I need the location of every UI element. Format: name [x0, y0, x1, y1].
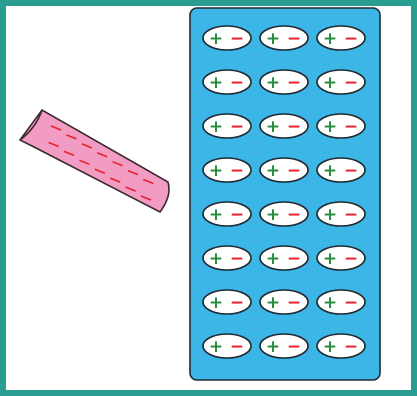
molecule-minus-sign: −	[230, 29, 244, 49]
polarized-molecule-icon: +−	[260, 70, 308, 94]
molecule-minus-sign: −	[287, 249, 301, 269]
charged-rod-icon	[20, 110, 169, 212]
molecule-plus-sign: +	[266, 117, 280, 137]
polarized-molecule-icon: +−	[317, 158, 365, 182]
polarized-molecule-icon: +−	[317, 290, 365, 314]
polarized-molecule-icon: +−	[260, 158, 308, 182]
polarized-molecule-icon: +−	[260, 290, 308, 314]
molecule-plus-sign: +	[323, 117, 337, 137]
polarized-molecule-icon: +−	[317, 70, 365, 94]
molecule-minus-sign: −	[230, 205, 244, 225]
polarized-molecule-icon: +−	[260, 202, 308, 226]
polarized-molecule-icon: +−	[203, 114, 251, 138]
molecule-plus-sign: +	[323, 73, 337, 93]
molecule-plus-sign: +	[209, 29, 223, 49]
dielectric-slab	[190, 8, 380, 380]
molecule-plus-sign: +	[209, 293, 223, 313]
molecule-minus-sign: −	[230, 73, 244, 93]
molecule-minus-sign: −	[230, 293, 244, 313]
polarized-molecule-icon: +−	[317, 26, 365, 50]
molecule-plus-sign: +	[209, 205, 223, 225]
polarized-molecule-icon: +−	[260, 246, 308, 270]
molecule-minus-sign: −	[344, 249, 358, 269]
molecule-plus-sign: +	[266, 73, 280, 93]
molecule-minus-sign: −	[344, 293, 358, 313]
molecule-minus-sign: −	[287, 73, 301, 93]
molecule-plus-sign: +	[266, 205, 280, 225]
molecule-minus-sign: −	[287, 29, 301, 49]
molecule-minus-sign: −	[344, 161, 358, 181]
polarized-molecule-icon: +−	[203, 70, 251, 94]
molecule-minus-sign: −	[344, 29, 358, 49]
polarized-molecule-icon: +−	[317, 202, 365, 226]
molecule-plus-sign: +	[209, 73, 223, 93]
molecule-minus-sign: −	[344, 205, 358, 225]
molecule-plus-sign: +	[323, 337, 337, 357]
molecule-plus-sign: +	[209, 249, 223, 269]
molecule-plus-sign: +	[209, 161, 223, 181]
molecule-minus-sign: −	[344, 73, 358, 93]
molecule-plus-sign: +	[323, 205, 337, 225]
molecule-minus-sign: −	[287, 293, 301, 313]
polarized-molecule-icon: +−	[317, 114, 365, 138]
molecule-minus-sign: −	[230, 161, 244, 181]
polarized-molecule-icon: +−	[203, 334, 251, 358]
molecule-minus-sign: −	[287, 161, 301, 181]
molecule-plus-sign: +	[323, 29, 337, 49]
polarized-molecule-icon: +−	[260, 334, 308, 358]
molecule-plus-sign: +	[266, 161, 280, 181]
molecule-plus-sign: +	[266, 29, 280, 49]
polarized-molecule-icon: +−	[203, 246, 251, 270]
polarized-molecule-icon: +−	[203, 26, 251, 50]
molecule-plus-sign: +	[209, 117, 223, 137]
polarized-molecule-icon: +−	[203, 202, 251, 226]
molecule-minus-sign: −	[230, 117, 244, 137]
polarized-molecule-icon: +−	[317, 246, 365, 270]
polarized-molecule-icon: +−	[203, 290, 251, 314]
molecule-plus-sign: +	[323, 161, 337, 181]
polarized-molecule-icon: +−	[317, 334, 365, 358]
molecule-plus-sign: +	[323, 293, 337, 313]
molecule-minus-sign: −	[344, 117, 358, 137]
polarized-molecule-icon: +−	[260, 114, 308, 138]
molecule-minus-sign: −	[230, 337, 244, 357]
molecule-plus-sign: +	[323, 249, 337, 269]
rod-body	[20, 110, 169, 212]
polarized-molecule-icon: +−	[260, 26, 308, 50]
molecule-minus-sign: −	[287, 117, 301, 137]
molecule-plus-sign: +	[266, 293, 280, 313]
molecule-plus-sign: +	[266, 337, 280, 357]
molecule-plus-sign: +	[266, 249, 280, 269]
molecule-minus-sign: −	[287, 205, 301, 225]
molecule-minus-sign: −	[344, 337, 358, 357]
polarized-molecule-icon: +−	[203, 158, 251, 182]
molecule-plus-sign: +	[209, 337, 223, 357]
molecule-minus-sign: −	[230, 249, 244, 269]
molecule-minus-sign: −	[287, 337, 301, 357]
